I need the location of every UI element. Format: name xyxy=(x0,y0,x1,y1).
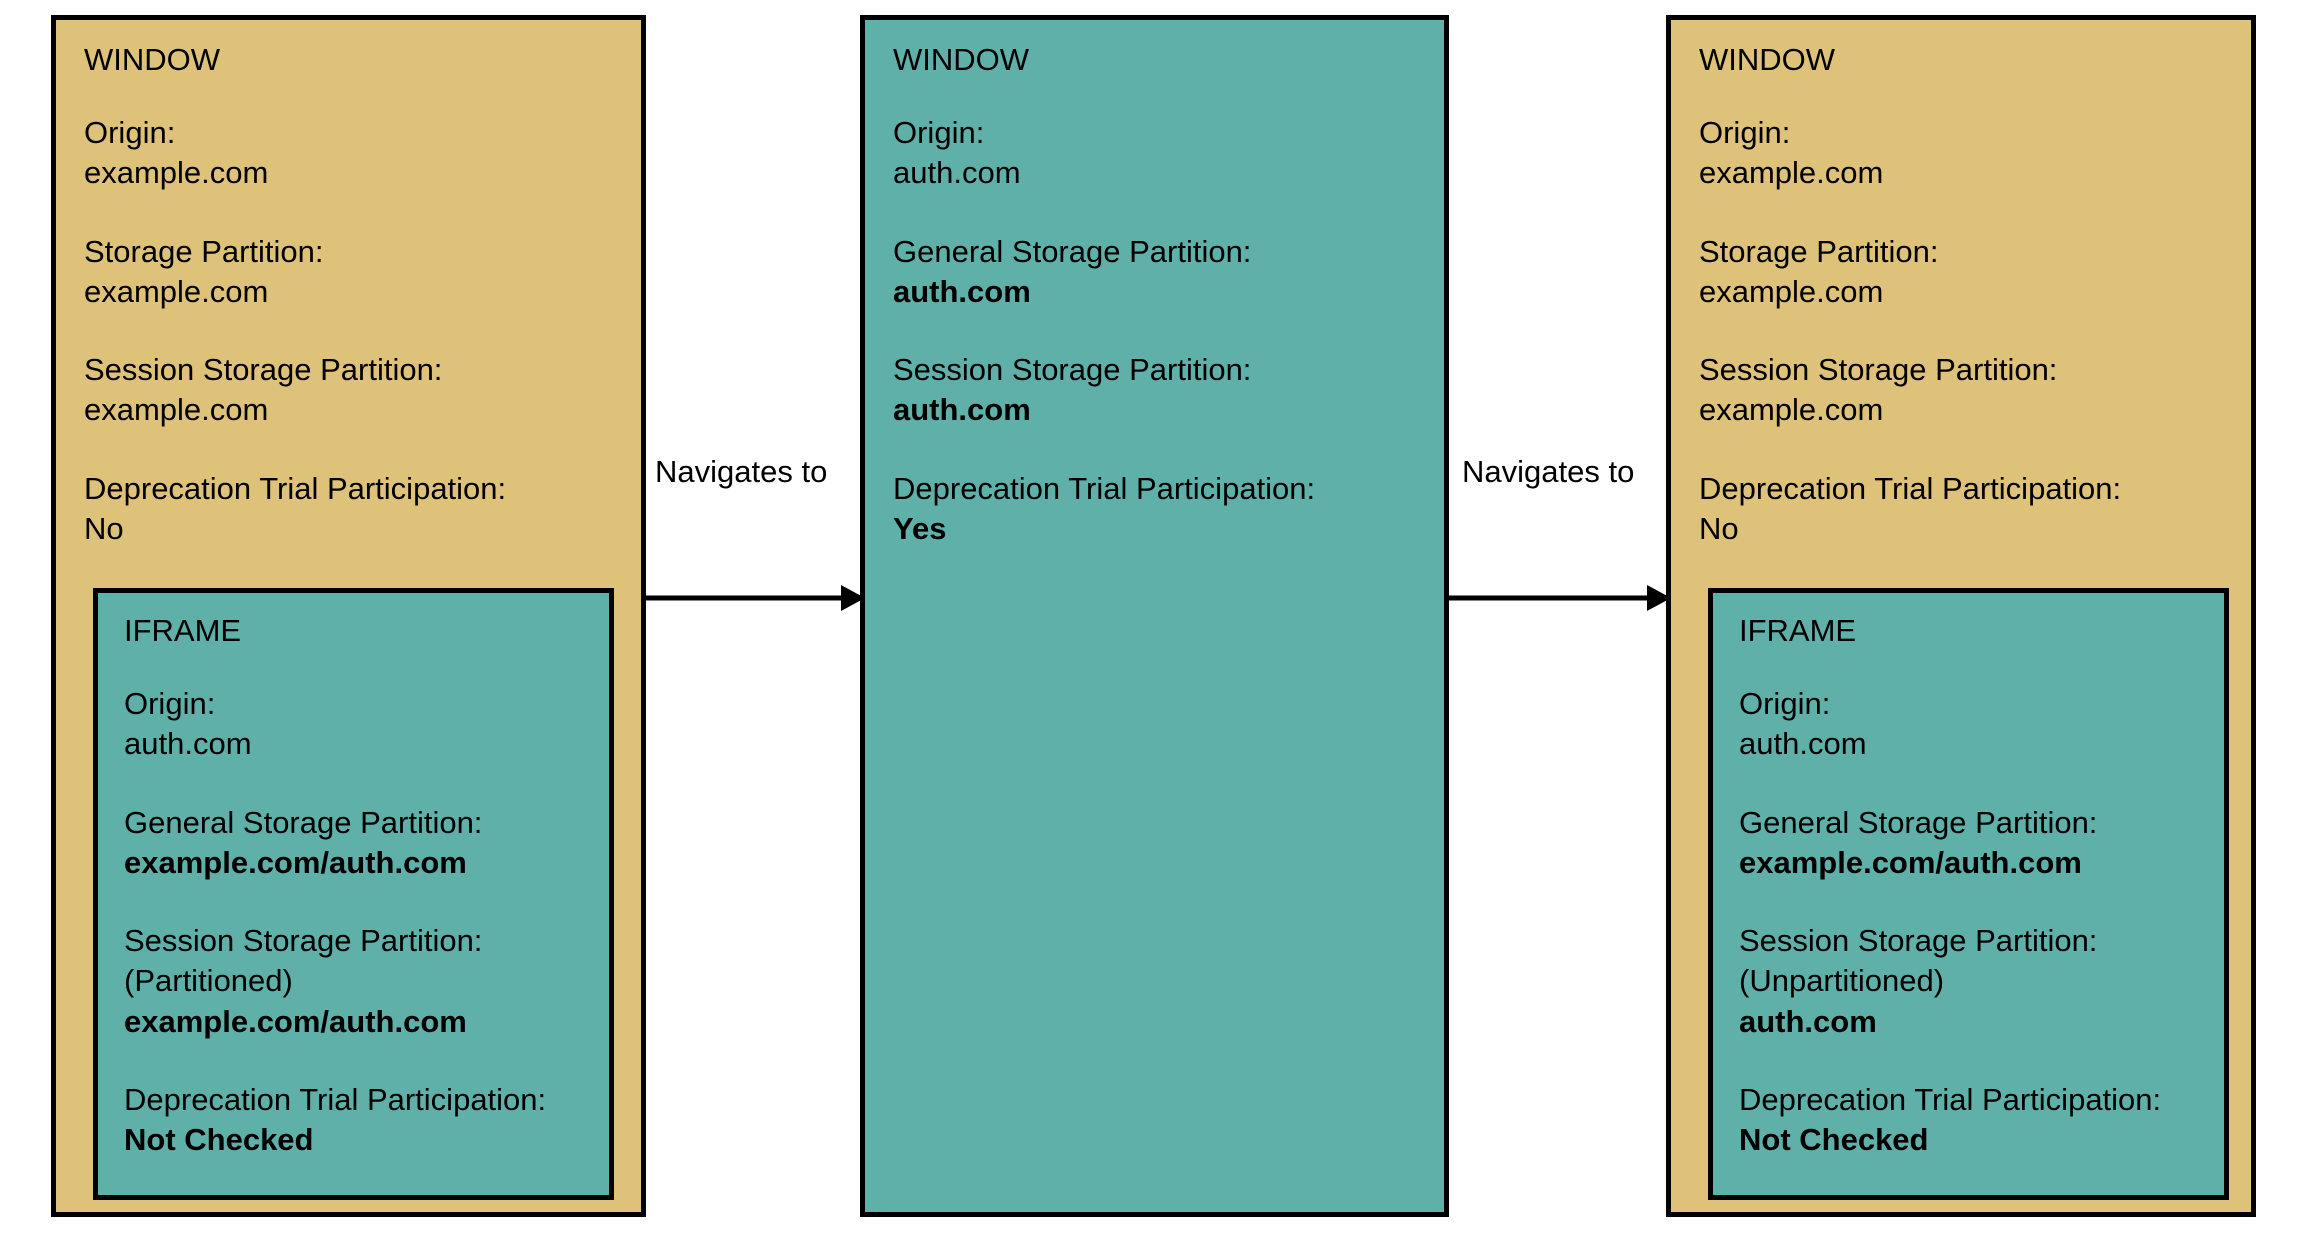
field-label: Storage Partition: xyxy=(1699,233,1939,269)
panel-3-field-origin: Origin: example.com xyxy=(1699,113,2223,194)
field-value: No xyxy=(1699,511,1739,547)
panel-3-field-storage-partition: Storage Partition: example.com xyxy=(1699,232,2223,313)
field-value: auth.com xyxy=(893,392,1031,428)
panel-1-field-origin: Origin: example.com xyxy=(84,113,613,194)
field-label: Deprecation Trial Participation: xyxy=(1699,470,2122,506)
field-label: Origin: xyxy=(1699,115,1791,150)
panel-2-field-session-storage-partition: Session Storage Partition: auth.com xyxy=(893,350,1416,431)
field-value: No xyxy=(84,511,124,547)
field-value: Not Checked xyxy=(1739,1122,1929,1158)
panel-2-field-deprecation-trial: Deprecation Trial Participation: Yes xyxy=(893,469,1416,550)
arrow-right-icon xyxy=(645,578,865,618)
field-value: auth.com xyxy=(1739,1003,1877,1039)
field-label: Deprecation Trial Participation: xyxy=(84,470,507,506)
field-value: Yes xyxy=(893,511,947,547)
frame-1-field-origin: Origin: auth.com xyxy=(124,684,583,765)
field-value: example.com xyxy=(1699,155,1884,191)
field-sub: (Unpartitioned) xyxy=(1739,963,1945,999)
field-value: auth.com xyxy=(124,726,252,762)
field-value: example.com xyxy=(1699,392,1884,428)
panel-3-field-session-storage-partition: Session Storage Partition: example.com xyxy=(1699,350,2223,431)
frame-3-field-origin: Origin: auth.com xyxy=(1739,684,2198,765)
field-label: General Storage Partition: xyxy=(893,233,1252,269)
field-value: example.com xyxy=(1699,273,1884,309)
frame-1-field-general-storage-partition: General Storage Partition: example.com/a… xyxy=(124,803,583,884)
field-value: example.com xyxy=(84,392,269,428)
frame-3-field-general-storage-partition: General Storage Partition: example.com/a… xyxy=(1739,803,2198,884)
field-value: auth.com xyxy=(893,273,1031,309)
panel-1-field-storage-partition: Storage Partition: example.com xyxy=(84,232,613,313)
arrow-1-label: Navigates to xyxy=(655,454,828,489)
frame-3-title: IFRAME xyxy=(1739,613,1857,648)
panel-3-field-deprecation-trial: Deprecation Trial Participation: No xyxy=(1699,469,2223,550)
frame-1-field-deprecation-trial: Deprecation Trial Participation: Not Che… xyxy=(124,1080,583,1161)
field-label: Session Storage Partition: xyxy=(1699,352,2058,388)
field-value: auth.com xyxy=(1739,726,1867,762)
field-label: Deprecation Trial Participation: xyxy=(1739,1082,2162,1118)
field-label: Deprecation Trial Participation: xyxy=(124,1082,547,1118)
iframe-panel-3: IFRAME Origin: auth.com General Storage … xyxy=(1708,588,2229,1200)
frame-3-field-deprecation-trial: Deprecation Trial Participation: Not Che… xyxy=(1739,1080,2198,1161)
arrow-2-label: Navigates to xyxy=(1462,454,1635,489)
arrow-right-icon xyxy=(1448,578,1671,618)
panel-2-field-general-storage-partition: General Storage Partition: auth.com xyxy=(893,232,1416,313)
field-value: example.com/auth.com xyxy=(124,844,467,880)
field-label: Session Storage Partition: xyxy=(1739,923,2098,959)
field-label: Session Storage Partition: xyxy=(124,923,483,959)
window-panel-1: WINDOW Origin: example.com Storage Parti… xyxy=(51,15,646,1217)
field-value: example.com/auth.com xyxy=(124,1003,467,1039)
field-label: Origin: xyxy=(124,686,216,721)
field-value: example.com xyxy=(84,273,269,309)
panel-1-field-session-storage-partition: Session Storage Partition: example.com xyxy=(84,350,613,431)
field-value: example.com/auth.com xyxy=(1739,844,2082,880)
frame-1-field-session-storage-partition: Session Storage Partition: (Partitioned)… xyxy=(124,921,583,1042)
iframe-panel-1: IFRAME Origin: auth.com General Storage … xyxy=(93,588,614,1200)
field-label: General Storage Partition: xyxy=(124,804,483,840)
panel-2-title: WINDOW xyxy=(893,42,1030,77)
field-label: General Storage Partition: xyxy=(1739,804,2098,840)
field-label: Origin: xyxy=(893,115,985,150)
field-value: auth.com xyxy=(893,155,1021,191)
window-panel-2: WINDOW Origin: auth.com General Storage … xyxy=(860,15,1449,1217)
panel-1-field-deprecation-trial: Deprecation Trial Participation: No xyxy=(84,469,613,550)
field-sub: (Partitioned) xyxy=(124,963,293,999)
frame-3-field-session-storage-partition: Session Storage Partition: (Unpartitione… xyxy=(1739,921,2198,1042)
window-panel-3: WINDOW Origin: example.com Storage Parti… xyxy=(1666,15,2256,1217)
panel-3-title: WINDOW xyxy=(1699,42,1836,77)
field-label: Deprecation Trial Participation: xyxy=(893,470,1316,506)
field-label: Origin: xyxy=(1739,686,1831,721)
field-label: Storage Partition: xyxy=(84,233,324,269)
field-label: Session Storage Partition: xyxy=(893,352,1252,388)
frame-1-title: IFRAME xyxy=(124,613,242,648)
field-value: example.com xyxy=(84,155,269,191)
field-label: Session Storage Partition: xyxy=(84,352,443,388)
field-label: Origin: xyxy=(84,115,176,150)
panel-1-title: WINDOW xyxy=(84,42,221,77)
panel-2-field-origin: Origin: auth.com xyxy=(893,113,1416,194)
field-value: Not Checked xyxy=(124,1122,314,1158)
